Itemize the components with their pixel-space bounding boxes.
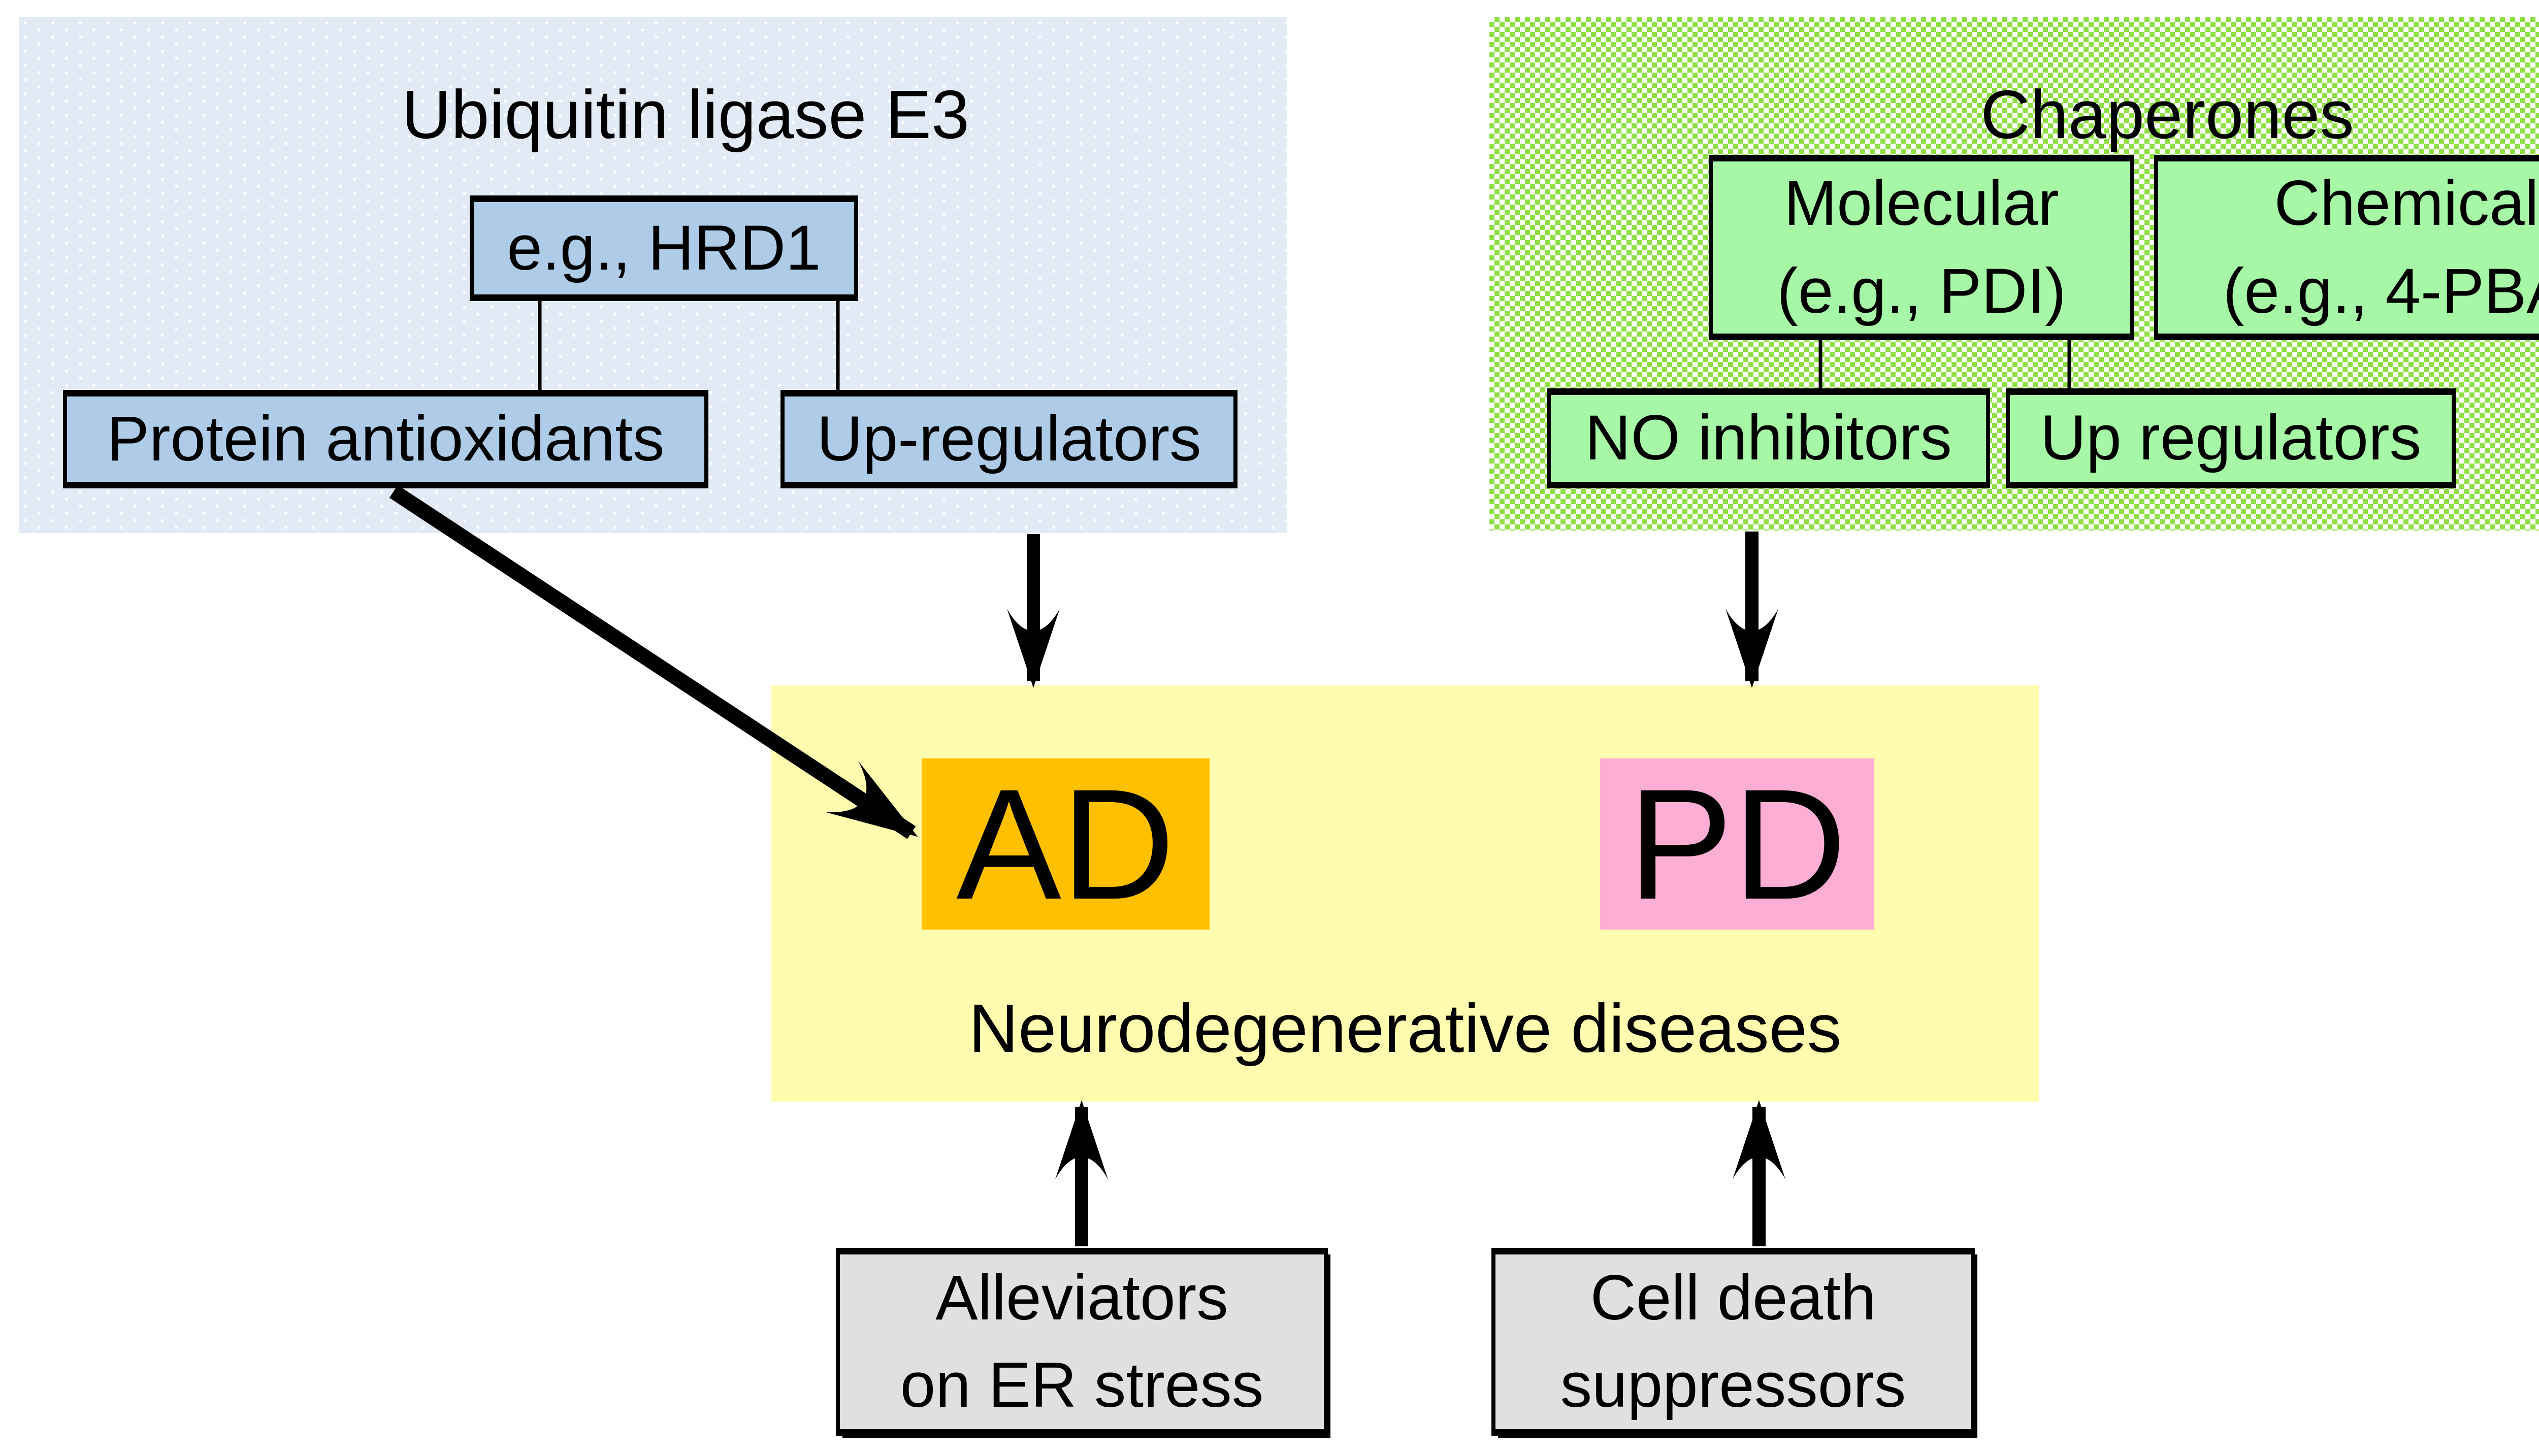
chaperones-section-title: Chaperones [1980,76,2354,153]
alleviators-box: Alleviators on ER stress [836,1248,1328,1436]
alleviators-line1: Alleviators [935,1262,1228,1333]
up-regulators-box: Up-regulators [780,390,1238,488]
diseases-panel: AD PD Neurodegenerative diseases [771,685,2039,1102]
cell-death-suppressors-box: Cell death suppressors [1491,1248,1975,1436]
protein-antioxidants-box: Protein antioxidants [63,390,708,488]
molecular-chaperone-line1: Molecular [1784,168,2059,239]
chemical-chaperone-line1: Chemical [2274,168,2539,239]
pd-box: PD [1600,758,1874,930]
up-regulators-label: Up-regulators [817,403,1201,474]
molecular-chaperone-box: Molecular (e.g., PDI) [1709,155,2134,340]
hrd1-box: e.g., HRD1 [470,195,858,301]
alleviators-line2: on ER stress [900,1350,1264,1420]
no-inhibitors-box: NO inhibitors [1547,388,1990,488]
chaperones-up-regulators-label: Up regulators [2040,403,2422,474]
chemical-chaperone-line2: (e.g., 4-PBA) [2223,255,2539,326]
pd-label: PD [1627,755,1847,932]
cell-death-line1: Cell death [1590,1262,1876,1333]
chaperones-up-regulators-box: Up regulators [2006,388,2456,488]
molecular-chaperone-line2: (e.g., PDI) [1777,255,2066,326]
ad-label: AD [956,755,1175,932]
chemical-chaperone-box: Chemical (e.g., 4-PBA) [2154,155,2539,340]
hrd1-box-label: e.g., HRD1 [507,212,821,283]
protein-antioxidants-label: Protein antioxidants [107,403,665,474]
ad-box: AD [922,758,1210,930]
ubiquitin-section-title: Ubiquitin ligase E3 [401,76,970,153]
cell-death-line2: suppressors [1560,1350,1906,1420]
no-inhibitors-label: NO inhibitors [1585,403,1952,474]
diseases-caption: Neurodegenerative diseases [968,990,1842,1067]
